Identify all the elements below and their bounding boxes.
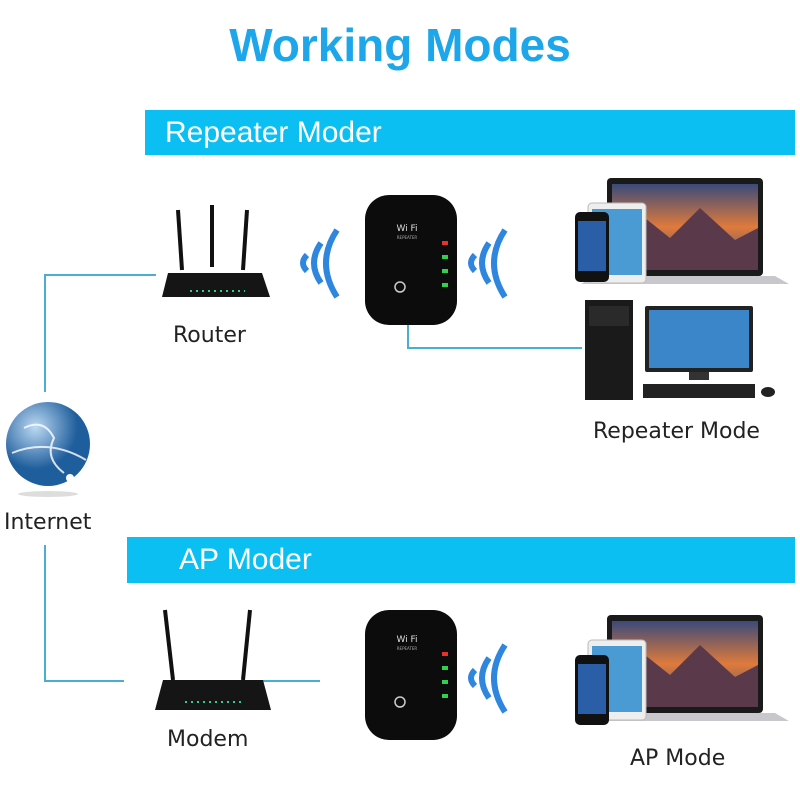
desktop-pc-icon <box>585 300 775 400</box>
router-icon <box>162 205 270 297</box>
connector-line <box>44 274 46 392</box>
globe-icon <box>6 402 90 497</box>
ap-mode-banner-text: AP Moder <box>179 543 312 576</box>
repeater-mode-label: Repeater Mode <box>593 419 760 444</box>
phone-icon <box>575 212 609 282</box>
ap-mode-banner: AP Moder <box>127 537 795 583</box>
connector-line <box>44 680 124 682</box>
internet-label: Internet <box>4 510 92 535</box>
ap-mode-label: AP Mode <box>630 746 726 771</box>
connector-line <box>44 274 156 276</box>
repeater-mode-banner-text: Repeater Moder <box>165 115 382 149</box>
wifi-waves-icon <box>300 228 340 299</box>
connector-line <box>44 545 46 681</box>
wifi-waves-icon <box>468 228 508 299</box>
phone-icon <box>575 655 609 725</box>
modem-label: Modem <box>167 727 249 752</box>
connector-line <box>407 325 409 349</box>
page-title: Working Modes <box>229 19 571 71</box>
connector-line <box>240 680 320 682</box>
svg-text:REPEATER: REPEATER <box>397 235 418 240</box>
laptop-icon <box>581 615 789 721</box>
svg-text:REPEATER: REPEATER <box>397 646 418 651</box>
svg-text:Wi Fi: Wi Fi <box>396 224 417 234</box>
router-label: Router <box>173 323 246 348</box>
svg-text:Wi Fi: Wi Fi <box>396 635 417 645</box>
connector-line <box>407 347 582 349</box>
router-icon <box>155 609 271 710</box>
wifi-waves-icon <box>468 643 508 714</box>
repeater-mode-banner: Repeater Moder <box>145 110 795 155</box>
